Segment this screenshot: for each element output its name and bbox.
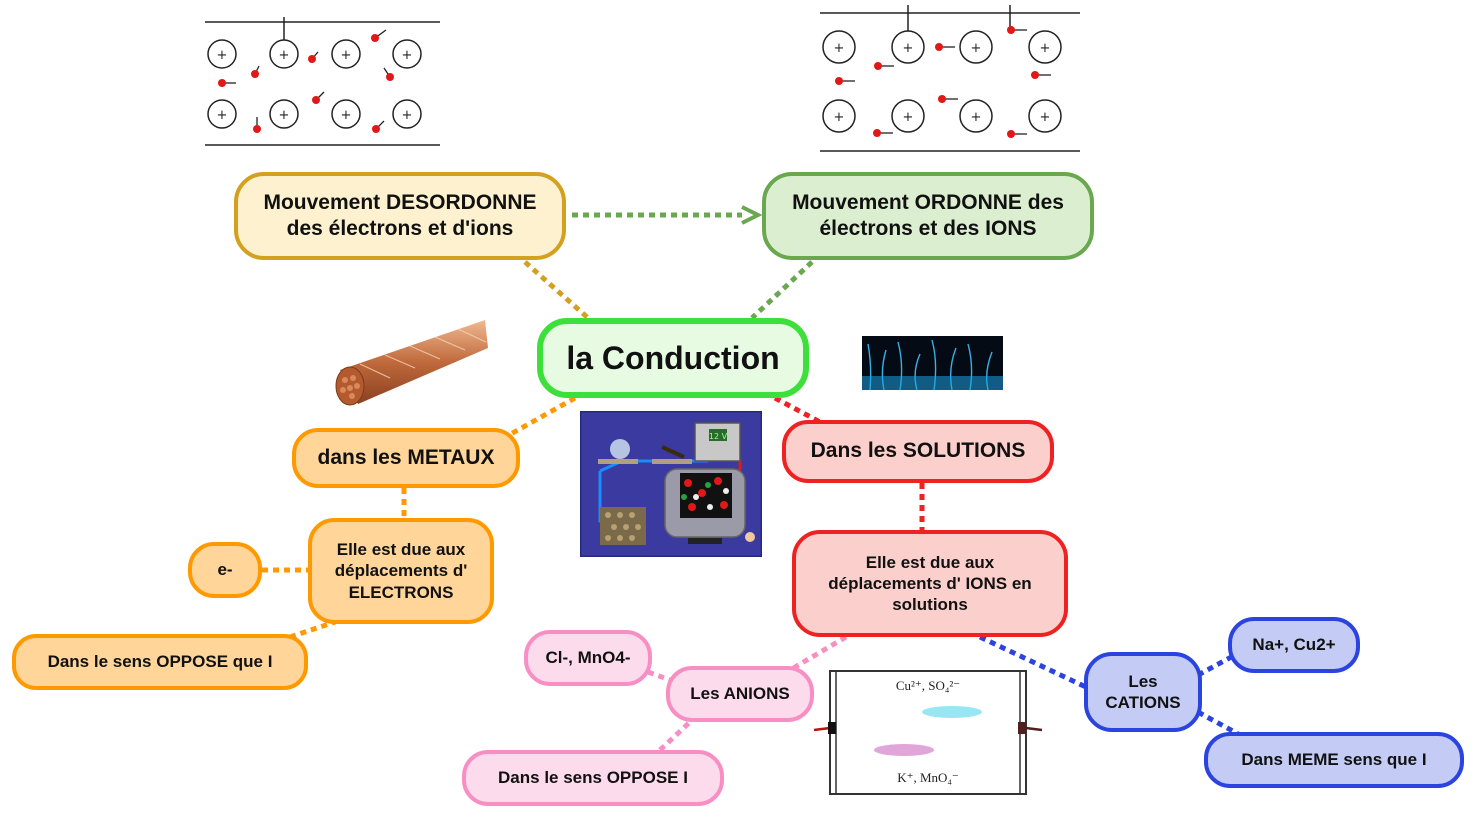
svg-text:+: + <box>217 48 228 63</box>
link-cations <box>978 634 1090 691</box>
svg-text:+: + <box>341 108 352 123</box>
node-electron-carrier[interactable]: e- <box>188 542 262 598</box>
top-ions-label: Cu²⁺, SO₄²⁻ <box>896 678 960 693</box>
node-cations-direction[interactable]: Dans MEME sens que I <box>1204 732 1464 788</box>
node-metals-direction[interactable]: Dans le sens OPPOSE que I <box>12 634 308 690</box>
svg-text:+: + <box>971 110 982 125</box>
plasma-image <box>862 336 1003 390</box>
svg-text:+: + <box>834 41 845 56</box>
svg-text:+: + <box>1040 41 1051 56</box>
circuit-simulation-image: 12 V <box>580 411 762 557</box>
copper-wire-image <box>335 320 488 406</box>
ordered-lattice-illustration: + + + + + + + + <box>820 5 1080 152</box>
svg-text:+: + <box>279 48 290 63</box>
link-cations-direction <box>1196 709 1242 738</box>
svg-text:+: + <box>834 110 845 125</box>
node-anions-direction[interactable]: Dans le sens OPPOSE I <box>462 750 724 806</box>
arrow-head <box>741 205 763 225</box>
svg-text:+: + <box>903 41 914 56</box>
svg-text:+: + <box>402 108 413 123</box>
node-cation-examples[interactable]: Na+, Cu2+ <box>1228 617 1360 673</box>
svg-text:+: + <box>217 108 228 123</box>
node-la-conduction[interactable]: la Conduction <box>537 318 809 398</box>
node-dans-les-metaux[interactable]: dans les METAUX <box>292 428 520 488</box>
link-ordered <box>750 260 814 320</box>
link-disordered <box>523 260 590 320</box>
node-due-aux-ions[interactable]: Elle est due aux déplacements d' IONS en… <box>792 530 1068 637</box>
bottom-ions-label: K⁺, MnO₄⁻ <box>897 770 959 785</box>
node-mouvement-ordonne[interactable]: Mouvement ORDONNE des électrons et des I… <box>762 172 1094 260</box>
node-les-cations[interactable]: Les CATIONS <box>1084 652 1202 732</box>
link-anions <box>788 634 848 673</box>
link-anions-direction <box>658 720 692 752</box>
node-due-aux-electrons[interactable]: Elle est due aux déplacements d' ELECTRO… <box>308 518 494 624</box>
node-dans-les-solutions[interactable]: Dans les SOLUTIONS <box>782 420 1054 483</box>
link-metals <box>498 395 577 443</box>
electrolysis-cell-image: Cu²⁺, SO₄²⁻ K⁺, MnO₄⁻ <box>813 670 1043 795</box>
svg-text:+: + <box>1040 110 1051 125</box>
svg-text:+: + <box>903 110 914 125</box>
link-cations-examples <box>1196 652 1237 678</box>
link-anions-examples <box>647 669 671 683</box>
node-les-anions[interactable]: Les ANIONS <box>666 666 814 722</box>
disordered-lattice-illustration: + + + + + + + + <box>205 17 440 146</box>
svg-text:+: + <box>279 108 290 123</box>
link-metals-direction <box>289 619 336 640</box>
svg-text:+: + <box>402 48 413 63</box>
node-anion-examples[interactable]: Cl-, MnO4- <box>524 630 652 686</box>
svg-text:+: + <box>341 48 352 63</box>
node-mouvement-desordonne[interactable]: Mouvement DESORDONNE des électrons et d'… <box>234 172 566 260</box>
voltage-readout: 12 V <box>709 432 728 441</box>
svg-text:+: + <box>971 41 982 56</box>
